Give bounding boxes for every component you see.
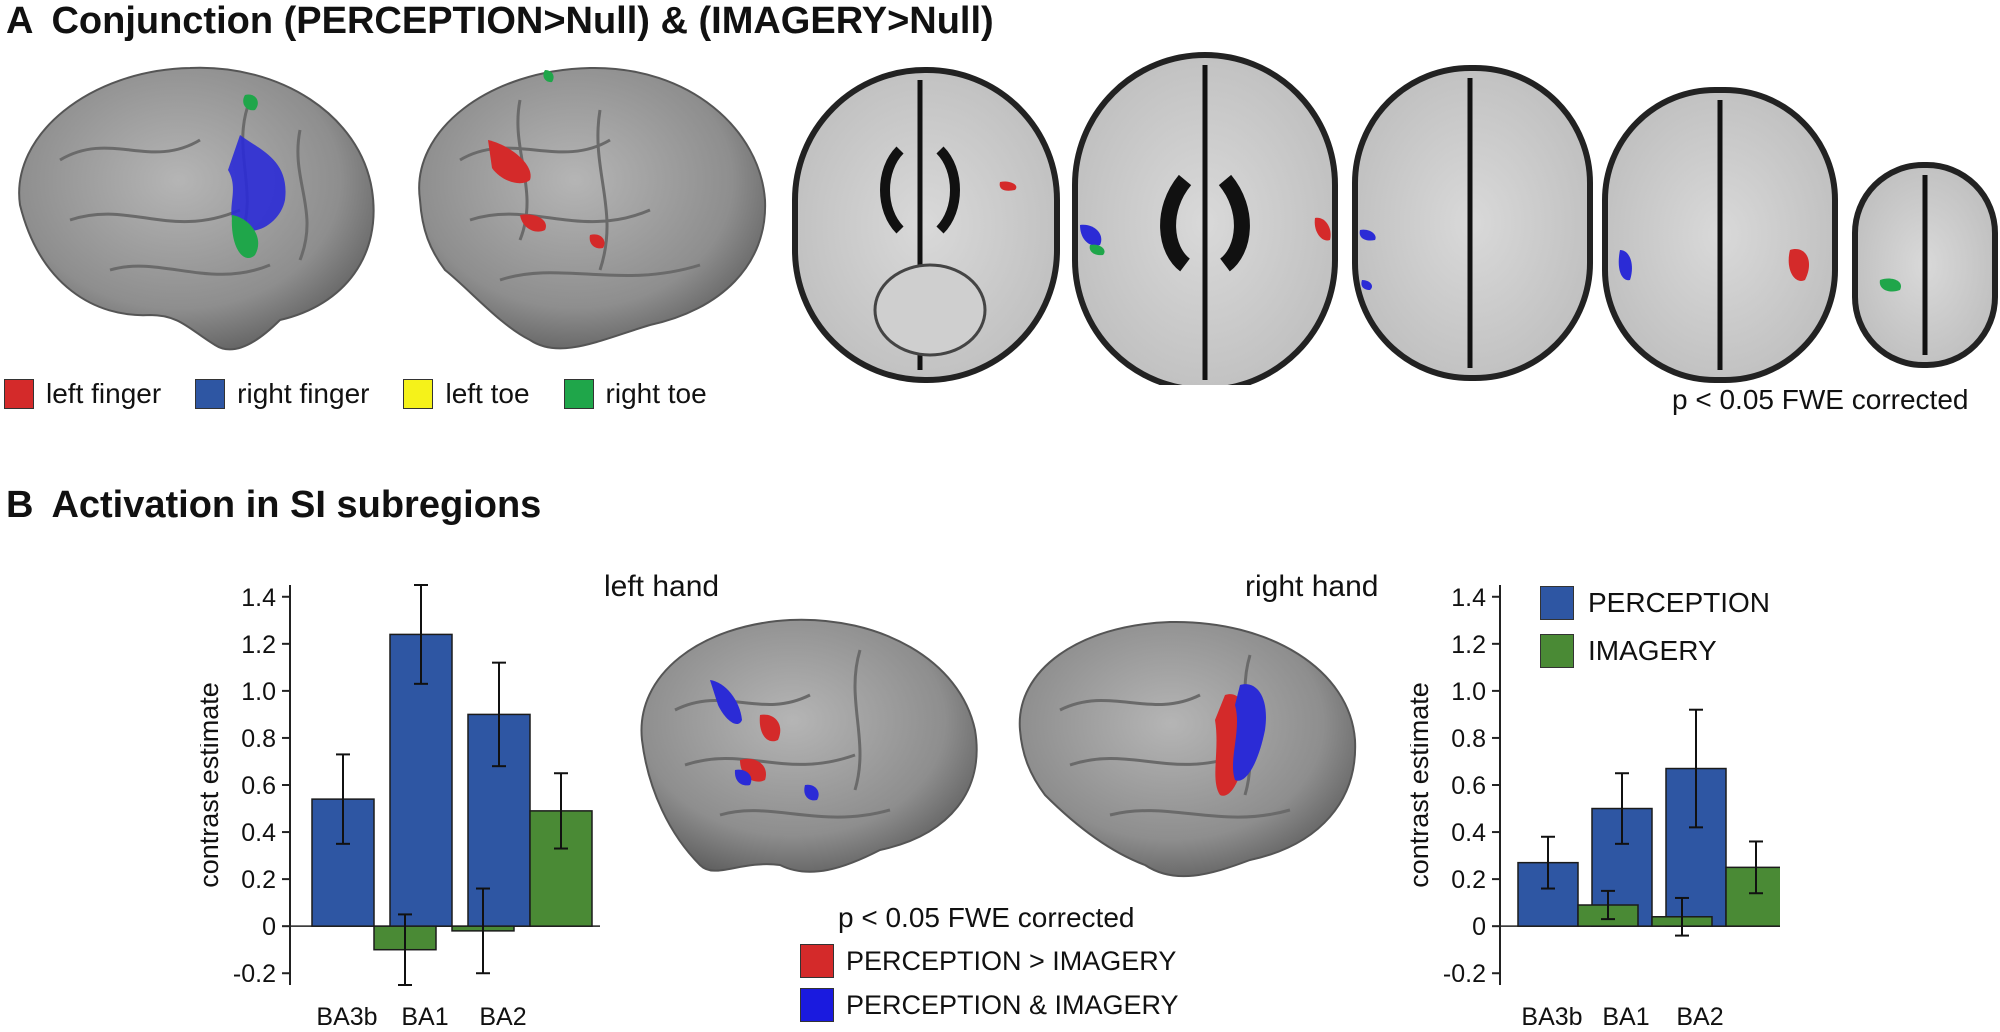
y-tick-label: 0.2 — [1451, 866, 1486, 894]
axial-slices — [792, 52, 1998, 385]
left-finger-cluster — [488, 140, 531, 184]
x-tick-label: BA2 — [479, 1003, 526, 1027]
axial-slice-4 — [1602, 87, 1838, 383]
legend-swatch — [1540, 634, 1574, 668]
panel-b-title: B Activation in SI subregions — [6, 484, 541, 527]
legend-swatch — [563, 379, 594, 409]
y-tick-label: 0.4 — [1451, 819, 1486, 847]
x-tick-label: BA3b — [1521, 1003, 1582, 1027]
condition-legend-item-perception-and-imagery: PERCEPTION & IMAGERY — [800, 988, 1179, 1022]
legend-label: left finger — [46, 378, 162, 409]
axial-slice-1 — [792, 67, 1060, 383]
right-finger-cluster — [228, 135, 286, 231]
y-tick-label: 0.6 — [1451, 772, 1486, 800]
y-tick-label: 0.2 — [241, 866, 276, 894]
axial-slice-5 — [1852, 162, 1998, 368]
axial-slice-2 — [1072, 52, 1338, 385]
bar-legend-item-imagery: IMAGERY — [1540, 634, 1770, 668]
panel-b-title-text: Activation in SI subregions — [51, 484, 542, 526]
left-hand-label: left hand — [604, 570, 720, 603]
right-hand-label: right hand — [1245, 570, 1379, 603]
y-tick-label: 0.8 — [241, 725, 276, 753]
legend-swatch — [1540, 586, 1574, 620]
legend-label: left toe — [445, 378, 530, 409]
y-axis-label: contrast estimate — [1410, 682, 1434, 888]
legend-label: PERCEPTION — [1588, 587, 1771, 618]
legend-swatch — [195, 379, 226, 409]
axial-slice-3 — [1352, 65, 1593, 381]
x-tick-label: BA1 — [401, 1003, 448, 1027]
x-tick-label: BA1 — [1602, 1003, 1649, 1027]
y-tick-label: 1.4 — [241, 584, 276, 612]
left-hand-bar-chart: -0.2 0 0.2 0.4 0.6 0.8 1.0 1.2 1.4 contrast estim… — [200, 584, 600, 1027]
legend-label: right toe — [605, 378, 707, 409]
legend-swatch — [403, 379, 434, 409]
y-tick-label: 0.4 — [241, 819, 276, 847]
bar-legend: PERCEPTION IMAGERY — [1540, 586, 1770, 668]
right-hand-brain — [1018, 620, 1357, 878]
legend-label: IMAGERY — [1588, 635, 1717, 666]
y-tick-label: 1.0 — [1451, 678, 1486, 706]
legend-label: PERCEPTION & IMAGERY — [846, 989, 1179, 1020]
panel-a-legend: left finger right finger left toe right … — [4, 378, 727, 410]
left-hand-brain — [640, 618, 978, 873]
y-tick-label: 0 — [1472, 913, 1486, 941]
panel-b-brain-images — [640, 618, 1357, 878]
right-hand-bar-chart: -0.2 0 0.2 0.4 0.6 0.8 1.0 1.2 1.4 contrast estim… — [1410, 584, 1780, 1027]
panel-b-letter: B — [6, 484, 34, 526]
legend-label: right finger — [237, 378, 370, 409]
bar-legend-item-perception: PERCEPTION — [1540, 586, 1770, 620]
y-tick-label: 1.4 — [1451, 584, 1486, 612]
legend-item-left-toe: left toe — [403, 378, 530, 410]
legend-swatch — [4, 379, 34, 409]
bar-imagery-ba2 — [1725, 866, 1780, 927]
legend-swatch — [800, 988, 834, 1022]
y-tick-label: 0.8 — [1451, 725, 1486, 753]
y-tick-label: -0.2 — [233, 960, 276, 988]
panel-a-brain-images — [18, 52, 1998, 385]
y-tick-label: 0 — [262, 913, 276, 941]
legend-item-left-finger: left finger — [4, 378, 161, 410]
y-tick-label: 1.2 — [241, 631, 276, 659]
panel-a-title: A Conjunction (PERCEPTION>Null) & (IMAGER… — [6, 0, 994, 43]
y-tick-label: 1.0 — [241, 678, 276, 706]
panel-a-threshold: p < 0.05 FWE corrected — [1672, 384, 1969, 415]
legend-item-right-toe: right toe — [563, 378, 707, 410]
right-toe-cluster — [231, 215, 259, 259]
legend-item-right-finger: right finger — [195, 378, 369, 410]
panel-a-letter: A — [6, 0, 34, 42]
y-axis-label: contrast estimate — [200, 682, 224, 888]
y-tick-label: 0.6 — [241, 772, 276, 800]
legend-label: PERCEPTION > IMAGERY — [846, 945, 1177, 976]
lateral-brain-left-view — [18, 66, 375, 351]
x-tick-label: BA2 — [1676, 1003, 1723, 1027]
x-tick-label: BA3b — [316, 1003, 377, 1027]
panel-a-title-text: Conjunction (PERCEPTION>Null) & (IMAGERY… — [51, 0, 994, 42]
legend-swatch — [800, 944, 834, 978]
y-tick-label: -0.2 — [1443, 960, 1486, 988]
y-tick-label: 1.2 — [1451, 631, 1486, 659]
condition-legend-item-perception-gt-imagery: PERCEPTION > IMAGERY — [800, 944, 1179, 978]
panel-b-threshold: p < 0.05 FWE corrected — [838, 902, 1135, 933]
lateral-brain-right-view — [418, 66, 767, 350]
condition-legend: PERCEPTION > IMAGERY PERCEPTION & IMAGER… — [800, 944, 1179, 1032]
